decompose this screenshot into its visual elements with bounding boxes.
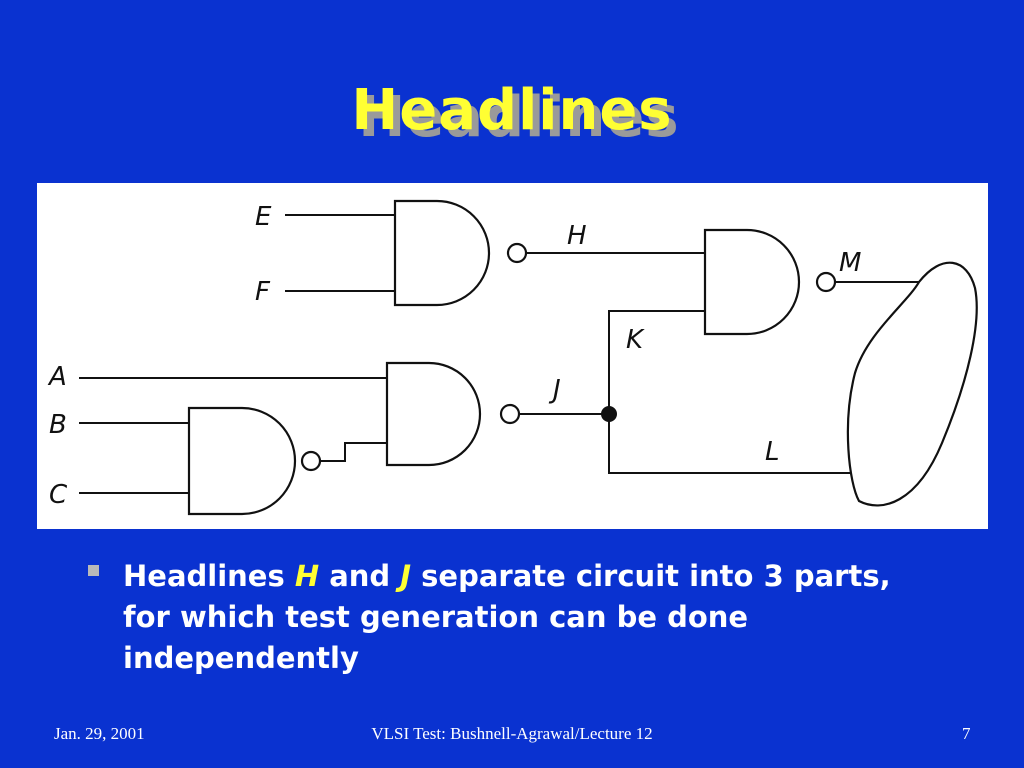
nand-gate-2 bbox=[385, 361, 482, 467]
nand-gate-2-bubble bbox=[499, 403, 521, 425]
label-a: A bbox=[47, 362, 67, 392]
label-l: L bbox=[765, 437, 780, 467]
wire-k bbox=[608, 310, 705, 414]
bullet-text-part-3: separate circuit into 3 parts, for which… bbox=[123, 559, 891, 675]
label-b: B bbox=[49, 410, 67, 440]
bullet-text: Headlines H and J separate circuit into … bbox=[123, 556, 908, 679]
label-m: M bbox=[839, 248, 861, 278]
bullet-highlight-j: J bbox=[400, 559, 412, 593]
footer-course: VLSI Test: Bushnell-Agrawal/Lecture 12 bbox=[371, 724, 653, 743]
fanout-junction bbox=[601, 406, 617, 422]
nand-gate-1 bbox=[393, 199, 491, 307]
label-e: E bbox=[255, 202, 272, 232]
footer-date: Jan. 29, 2001 bbox=[54, 724, 145, 743]
nand-gate-3 bbox=[187, 406, 297, 516]
nand-gate-4 bbox=[703, 228, 801, 336]
label-j: J bbox=[548, 375, 561, 405]
wire-nand3-out bbox=[321, 442, 387, 462]
circuit-svg: E F A B C H J K L M bbox=[47, 199, 978, 516]
slide-title: Headlines bbox=[351, 78, 673, 143]
bullet-square-icon bbox=[88, 565, 99, 576]
closed-region bbox=[846, 261, 978, 507]
bullet-text-part-2: and bbox=[319, 559, 401, 593]
label-f: F bbox=[255, 277, 271, 307]
footer-page-number: 7 bbox=[962, 724, 971, 743]
wire-l bbox=[608, 414, 853, 474]
nand-gate-3-bubble bbox=[300, 450, 322, 472]
nand-gate-4-bubble bbox=[815, 271, 837, 293]
label-c: C bbox=[49, 480, 68, 510]
circuit-diagram: E F A B C H J K L M bbox=[37, 183, 988, 529]
label-k: K bbox=[626, 325, 645, 355]
bullet-item: Headlines H and J separate circuit into … bbox=[88, 556, 908, 679]
bullet-text-part-1: Headlines bbox=[123, 559, 295, 593]
label-h: H bbox=[567, 221, 587, 251]
nand-gate-1-bubble bbox=[506, 242, 528, 264]
bullet-highlight-h: H bbox=[294, 559, 320, 593]
